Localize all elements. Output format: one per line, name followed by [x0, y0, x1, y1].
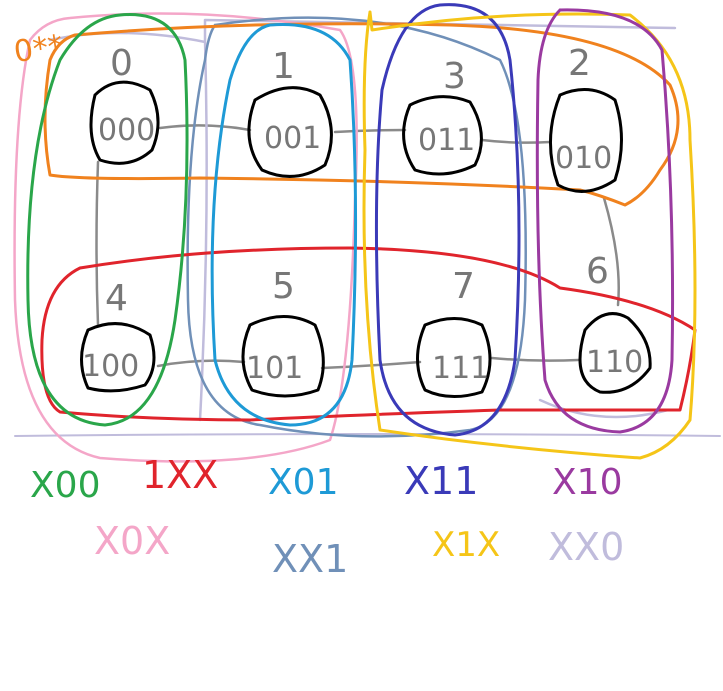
group-outline-x01 [210, 22, 358, 427]
node-7-circle [416, 317, 492, 398]
node-1-code: 001 [264, 121, 321, 156]
node-0-index: 0 [110, 43, 133, 84]
node-2-code: 010 [555, 141, 612, 176]
node-5-circle [241, 315, 325, 398]
group-outline-1xx [40, 246, 697, 422]
group-labels: X00 1XX X01 X11 X10 X0X XX1 X1X XX0 [30, 453, 624, 581]
group-label-x00: X00 [30, 465, 100, 506]
group-outline-x11 [374, 3, 521, 437]
node-3: 3 011 [402, 56, 483, 176]
node-5-index: 5 [272, 266, 295, 307]
node-3-circle [402, 95, 483, 176]
group-label-x11: X11 [404, 459, 478, 503]
node-7-index: 7 [452, 266, 475, 307]
node-6-code: 110 [586, 345, 643, 380]
node-0-code: 000 [98, 113, 155, 148]
corner-label: 0** [12, 29, 65, 70]
group-label-xx1: XX1 [272, 537, 348, 581]
node-4-index: 4 [105, 278, 128, 319]
group-outlines [13, 3, 697, 463]
node-3-code: 011 [418, 123, 475, 158]
node-4: 4 100 [80, 278, 156, 393]
node-6-index: 6 [586, 251, 609, 292]
group-outline-x00 [26, 13, 189, 427]
node-2: 2 010 [549, 43, 623, 193]
node-3-index: 3 [443, 56, 466, 97]
group-outline-0xx [43, 22, 680, 207]
node-5-code: 101 [246, 351, 303, 386]
node-1-circle [247, 86, 333, 178]
node-5: 5 101 [241, 266, 325, 398]
node-1-index: 1 [272, 46, 295, 87]
node-6: 6 110 [578, 251, 652, 394]
node-7: 7 111 [416, 266, 492, 398]
group-label-x0x: X0X [94, 519, 170, 563]
node-6-circle [578, 312, 652, 394]
group-label-x10: X10 [552, 462, 622, 503]
group-label-x01: X01 [268, 462, 338, 503]
node-7-code: 111 [432, 351, 489, 386]
group-outline-x1x [362, 10, 697, 460]
group-label-xx0: XX0 [548, 525, 624, 569]
group-label-x1x: X1X [432, 525, 500, 565]
node-2-circle [549, 88, 623, 193]
group-outline-x10 [535, 8, 675, 434]
node-4-code: 100 [82, 349, 139, 384]
group-outline-xx1 [186, 16, 527, 438]
group-outline-x0x [13, 12, 358, 463]
node-2-index: 2 [568, 43, 591, 84]
baseline [14, 433, 721, 437]
node-4-circle [80, 322, 156, 393]
node-0: 0 000 [89, 43, 160, 165]
group-label-1xx: 1XX [142, 453, 218, 497]
node-0-circle [89, 80, 160, 165]
node-1: 1 001 [247, 46, 333, 178]
